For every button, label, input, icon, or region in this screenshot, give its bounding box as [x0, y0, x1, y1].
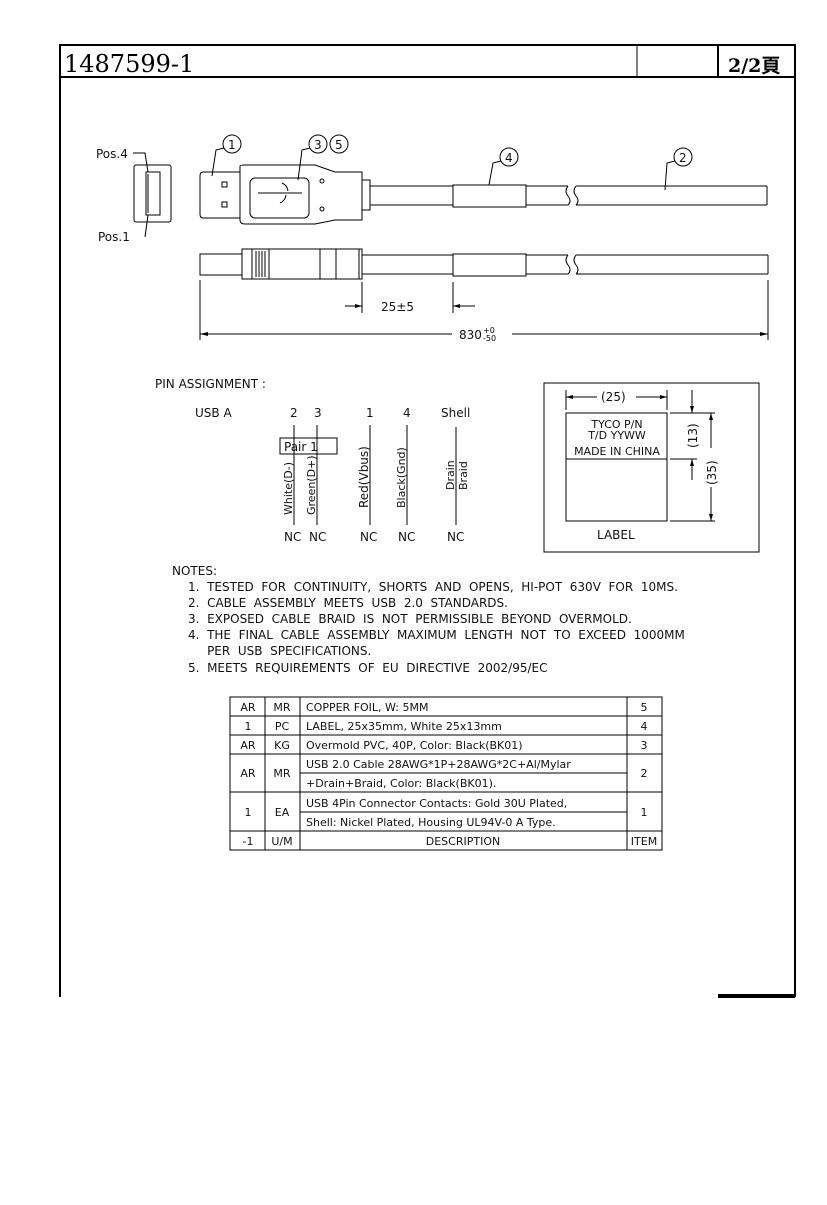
bom-item: 5	[641, 701, 648, 714]
bom-desc: USB 4Pin Connector Contacts: Gold 30U Pl…	[306, 797, 567, 810]
balloon-3: 3	[314, 138, 322, 152]
connector-type: USB A	[195, 406, 232, 420]
bom-item: 3	[641, 739, 648, 752]
bom-um: PC	[275, 720, 290, 733]
pin-number: Shell	[441, 406, 470, 420]
cable-top-view: 1 3 5 4 2	[199, 134, 768, 225]
label-line-1: TYCO P/N	[590, 418, 642, 431]
part-number: 1487599-1	[64, 50, 194, 78]
pin-assignment-title: PIN ASSIGNMENT :	[155, 377, 266, 391]
note-item: PER USB SPECIFICATIONS.	[188, 644, 371, 658]
label-line-2: T/D YYWW	[587, 429, 646, 442]
label-height-top-dim: (13)	[686, 423, 700, 448]
label-caption: LABEL	[597, 528, 635, 542]
label-detail: (25) (13) (35) TYCO P/N T/D YYWW MADE IN…	[543, 382, 760, 553]
dim-total-tol-upper: +0	[483, 326, 495, 335]
bom-header-qty: -1	[243, 835, 254, 848]
wire-label: Green(D+)	[305, 455, 318, 515]
label-height-total-dim: (35)	[705, 460, 719, 485]
pair-label: Pair 1	[284, 440, 318, 454]
bom-item: 4	[641, 720, 648, 733]
balloon-4: 4	[505, 151, 513, 165]
wire-label: Drain	[444, 460, 457, 490]
bom-qty: 1	[245, 720, 252, 733]
note-item: 4. THE FINAL CABLE ASSEMBLY MAXIMUM LENG…	[188, 628, 685, 642]
bom-desc: COPPER FOIL, W: 5MM	[306, 701, 428, 714]
bom-qty: AR	[240, 739, 256, 752]
bom-um: MR	[273, 701, 290, 714]
wire-label: Black(Gnd)	[395, 447, 408, 508]
bom-desc: LABEL, 25x35mm, White 25x13mm	[306, 720, 502, 733]
pos4-label: Pos.4	[96, 147, 128, 161]
bom-qty: 1	[245, 806, 252, 819]
wire-label: Red(Vbus)	[357, 446, 371, 508]
pin-end: NC	[447, 530, 464, 544]
note-item: 1. TESTED FOR CONTINUITY, SHORTS AND OPE…	[188, 580, 678, 594]
bom-desc: Shell: Nickel Plated, Housing UL94V-0 A …	[306, 816, 556, 829]
bom-table: AR MR 5 1 PC 4 AR KG 3 AR MR 2 1 EA 1 -1…	[229, 696, 663, 851]
bom-um: KG	[274, 739, 290, 752]
bom-desc: +Drain+Braid, Color: Black(BK01).	[306, 777, 496, 790]
note-item: 5. MEETS REQUIREMENTS OF EU DIRECTIVE 20…	[188, 661, 547, 675]
pin-number: 3	[314, 406, 322, 420]
label-line-3: MADE IN CHINA	[574, 445, 660, 458]
pin-number: 4	[403, 406, 411, 420]
pin-end: NC	[398, 530, 415, 544]
pin-end: NC	[360, 530, 377, 544]
pin-number: 2	[290, 406, 298, 420]
bom-header-um: U/M	[271, 835, 292, 848]
bom-um: MR	[273, 767, 290, 780]
bom-header-description: DESCRIPTION	[426, 835, 500, 848]
pin-end: NC	[309, 530, 326, 544]
usb-face-view: Pos.4 Pos.1	[96, 147, 172, 244]
bom-item: 2	[641, 767, 648, 780]
wire-label: Braid	[457, 461, 470, 490]
bom-item: 1	[641, 806, 648, 819]
bom-qty: AR	[240, 701, 256, 714]
pin-end: NC	[284, 530, 301, 544]
pin-assignment: PIN ASSIGNMENT : USB A 2 3 1 4 Shell Pai…	[155, 377, 470, 544]
note-item: 3. EXPOSED CABLE BRAID IS NOT PERMISSIBL…	[188, 612, 632, 626]
label-width-dim: (25)	[601, 390, 626, 404]
bom-um: EA	[275, 806, 290, 819]
cable-side-view: 25±5 830 +0 -50	[199, 248, 769, 343]
balloon-1: 1	[228, 138, 236, 152]
dim-overmold-gap: 25±5	[381, 300, 414, 314]
bom-desc: Overmold PVC, 40P, Color: Black(BK01)	[306, 739, 523, 752]
notes: NOTES: 1. TESTED FOR CONTINUITY, SHORTS …	[172, 564, 685, 675]
page-number: 2/2頁	[728, 55, 780, 77]
note-item: 2. CABLE ASSEMBLY MEETS USB 2.0 STANDARD…	[188, 596, 508, 610]
pos1-label: Pos.1	[98, 230, 130, 244]
balloon-5: 5	[335, 138, 343, 152]
title-block: 1487599-1 2/2頁	[59, 44, 796, 998]
dim-total-tol-lower: -50	[483, 334, 496, 343]
bom-header-item: ITEM	[631, 835, 657, 848]
notes-title: NOTES:	[172, 564, 217, 578]
pin-number: 1	[366, 406, 374, 420]
bom-qty: AR	[240, 767, 256, 780]
wire-label: White(D-)	[282, 462, 295, 515]
bom-desc: USB 2.0 Cable 28AWG*1P+28AWG*2C+Al/Mylar	[306, 758, 571, 771]
balloon-2: 2	[679, 151, 687, 165]
dim-total-length: 830	[459, 328, 482, 342]
